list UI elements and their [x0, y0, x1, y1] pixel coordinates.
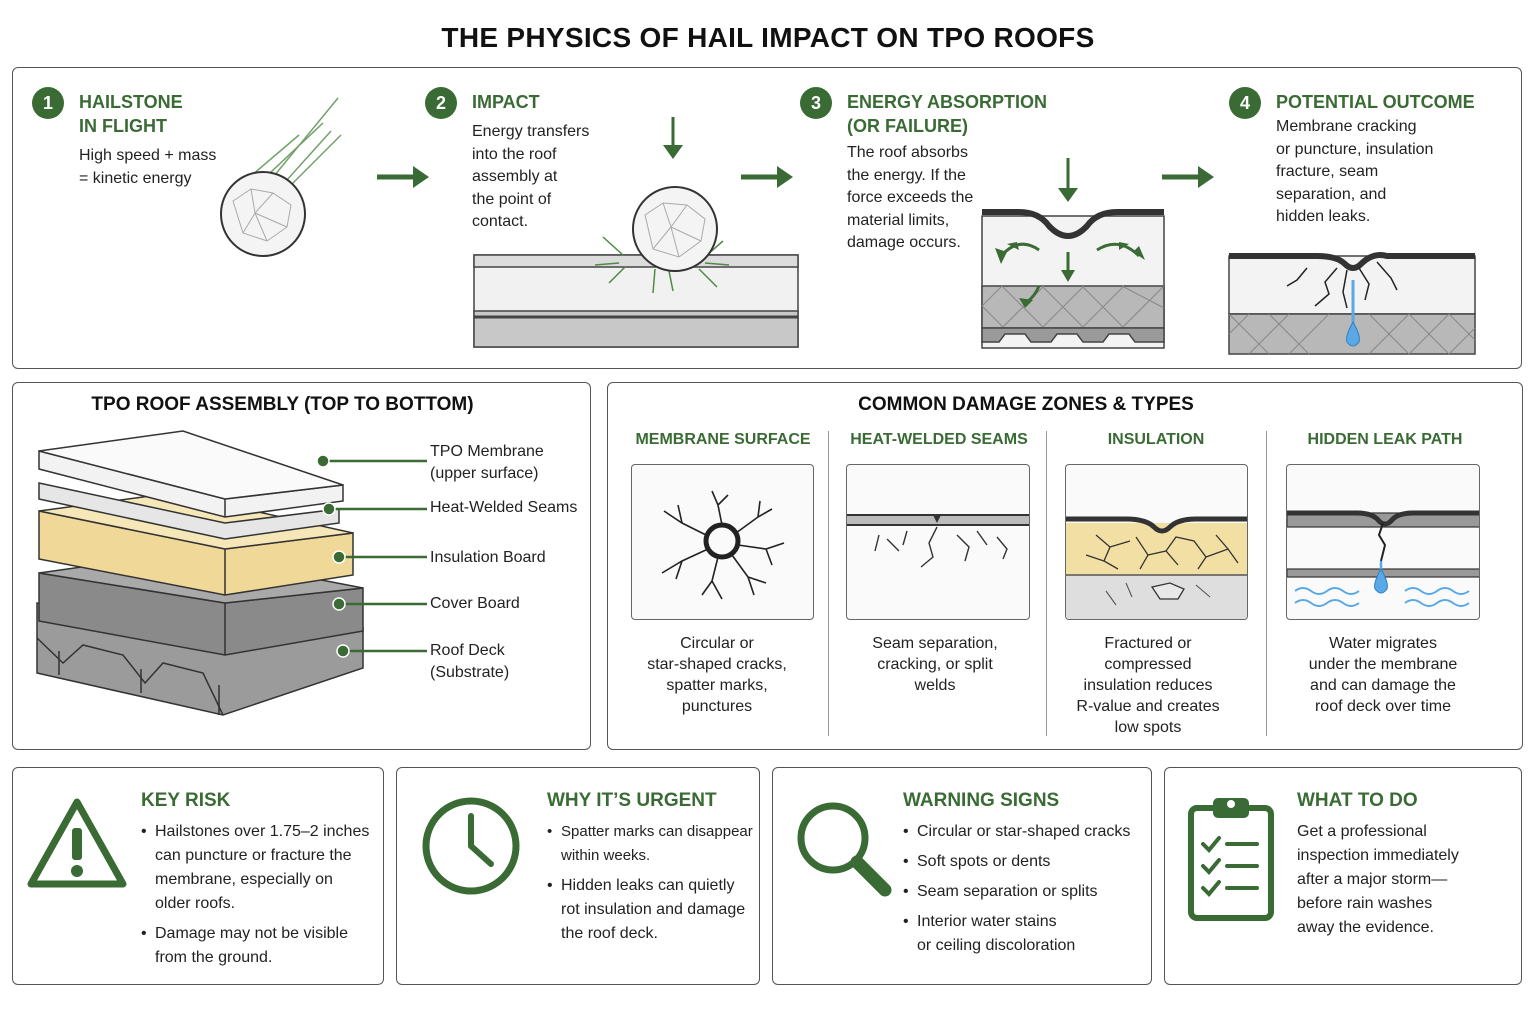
warning-icon: [27, 798, 127, 888]
step-3-to-4-arrow-icon: [1162, 166, 1214, 188]
seam-separation-image: [846, 464, 1030, 620]
energy-absorption-illustration: [981, 158, 1165, 349]
hidden-leak-image: [1286, 464, 1480, 620]
why-urgent-card: WHY IT’S URGENT Spatter marks can disapp…: [396, 767, 760, 985]
step-4-title: POTENTIAL OUTCOME: [1276, 92, 1475, 112]
key-risk-item: Damage may not be visible from the groun…: [141, 922, 381, 970]
step-3-description: The roof absorbs the energy. If the forc…: [847, 144, 974, 251]
why-urgent-item: Spatter marks can disappear within weeks…: [547, 820, 757, 868]
step-1-title: HAILSTONE IN FLIGHT: [79, 92, 183, 136]
layer-label-insulation-board: Insulation Board: [430, 549, 546, 566]
what-to-do-text: Get a professional inspection immediatel…: [1297, 823, 1459, 936]
impact-illustration: [473, 117, 799, 348]
zone-title: MEMBRANE SURFACE: [635, 431, 811, 448]
magnifier-icon: [797, 802, 892, 897]
warning-sign-item: Seam separation or splits: [903, 880, 1149, 904]
zone-description: Circular or star-shaped cracks, spatter …: [647, 635, 787, 715]
clipboard-icon: [1188, 798, 1274, 921]
step-3-badge: 3: [800, 87, 832, 119]
damage-zones-title: COMMON DAMAGE ZONES & TYPES: [858, 394, 1194, 415]
warning-signs-card: WARNING SIGNS Circular or star-shaped cr…: [772, 767, 1152, 985]
step-2-description: Energy transfers into the roof assembly …: [472, 123, 590, 230]
zone-divider: [1046, 431, 1047, 736]
clock-icon: [422, 797, 520, 895]
layer-label-roof-deck: Roof Deck (Substrate): [430, 642, 510, 681]
zone-title: HEAT-WELDED SEAMS: [850, 431, 1028, 448]
warning-sign-item: Circular or star-shaped cracks: [903, 820, 1149, 844]
why-urgent-item: Hidden leaks can quietly rot insulation …: [547, 874, 757, 946]
key-risk-item: Hailstones over 1.75–2 inches can punctu…: [141, 820, 381, 916]
hailstone-in-flight-illustration: [220, 97, 342, 257]
zone-hidden-leak-path: HIDDEN LEAK PATH Water migrates under th…: [1272, 383, 1498, 751]
step-3-title: ENERGY ABSORPTION (OR FAILURE): [847, 92, 1048, 136]
step-1-to-2-arrow-icon: [377, 166, 429, 188]
step-2-to-3-arrow-icon: [741, 166, 793, 188]
zone-heat-welded-seams: HEAT-WELDED SEAMS Seam separation, crack…: [834, 383, 1044, 751]
zone-description: Fractured or compressed insulation reduc…: [1076, 635, 1220, 736]
zone-insulation: INSULATION Fractured or c: [1052, 383, 1260, 751]
roof-assembly-title: TPO ROOF ASSEMBLY (TOP TO BOTTOM): [91, 394, 474, 415]
zone-title: HIDDEN LEAK PATH: [1307, 431, 1463, 448]
step-2-title: IMPACT: [472, 92, 540, 112]
warning-sign-item: Interior water stains or ceiling discolo…: [903, 910, 1149, 958]
step-1-description: High speed + mass = kinetic energy: [79, 147, 217, 187]
what-to-do-title: WHAT TO DO: [1297, 790, 1418, 811]
why-urgent-title: WHY IT’S URGENT: [547, 790, 717, 811]
layer-label-tpo-membrane: TPO Membrane (upper surface): [430, 443, 544, 482]
zone-divider: [1266, 431, 1267, 736]
layer-label-cover-board: Cover Board: [430, 595, 520, 612]
zone-description: Water migrates under the membrane and ca…: [1308, 635, 1458, 715]
page-title: THE PHYSICS OF HAIL IMPACT ON TPO ROOFS: [441, 22, 1095, 53]
potential-outcome-illustration: [1228, 252, 1476, 355]
zone-divider: [828, 431, 829, 736]
step-1-badge: 1: [32, 87, 64, 119]
damage-zones-panel: COMMON DAMAGE ZONES & TYPES MEMBRANE SUR…: [607, 382, 1523, 750]
key-risk-card: KEY RISK Hailstones over 1.75–2 inches c…: [12, 767, 384, 985]
insulation-fracture-image: [1065, 464, 1248, 620]
membrane-crack-image: [631, 464, 814, 620]
roof-layers-illustration: [36, 430, 427, 716]
layer-label-heat-welded-seams: Heat-Welded Seams: [430, 499, 578, 516]
zone-title: INSULATION: [1107, 431, 1205, 448]
warning-signs-list: Circular or star-shaped cracks Soft spot…: [903, 820, 1149, 964]
zone-description: Seam separation, cracking, or split weld…: [872, 635, 998, 694]
what-to-do-card: WHAT TO DO Get a professional inspection…: [1164, 767, 1522, 985]
step-4-description: Membrane cracking or puncture, insulatio…: [1276, 118, 1434, 225]
key-risk-list: Hailstones over 1.75–2 inches can punctu…: [141, 820, 381, 976]
step-2-badge: 2: [425, 87, 457, 119]
warning-sign-item: Soft spots or dents: [903, 850, 1149, 874]
step-4-badge: 4: [1229, 87, 1261, 119]
zone-membrane-surface: MEMBRANE SURFACE Circular or star-shaped…: [618, 383, 828, 751]
why-urgent-list: Spatter marks can disappear within weeks…: [547, 820, 757, 952]
roof-assembly-panel: TPO ROOF ASSEMBLY (TOP TO BOTTOM): [12, 382, 591, 750]
warning-signs-title: WARNING SIGNS: [903, 790, 1060, 811]
hail-impact-steps-panel: 1 HAILSTONE IN FLIGHT High speed + mass …: [12, 67, 1522, 369]
key-risk-title: KEY RISK: [141, 790, 231, 811]
